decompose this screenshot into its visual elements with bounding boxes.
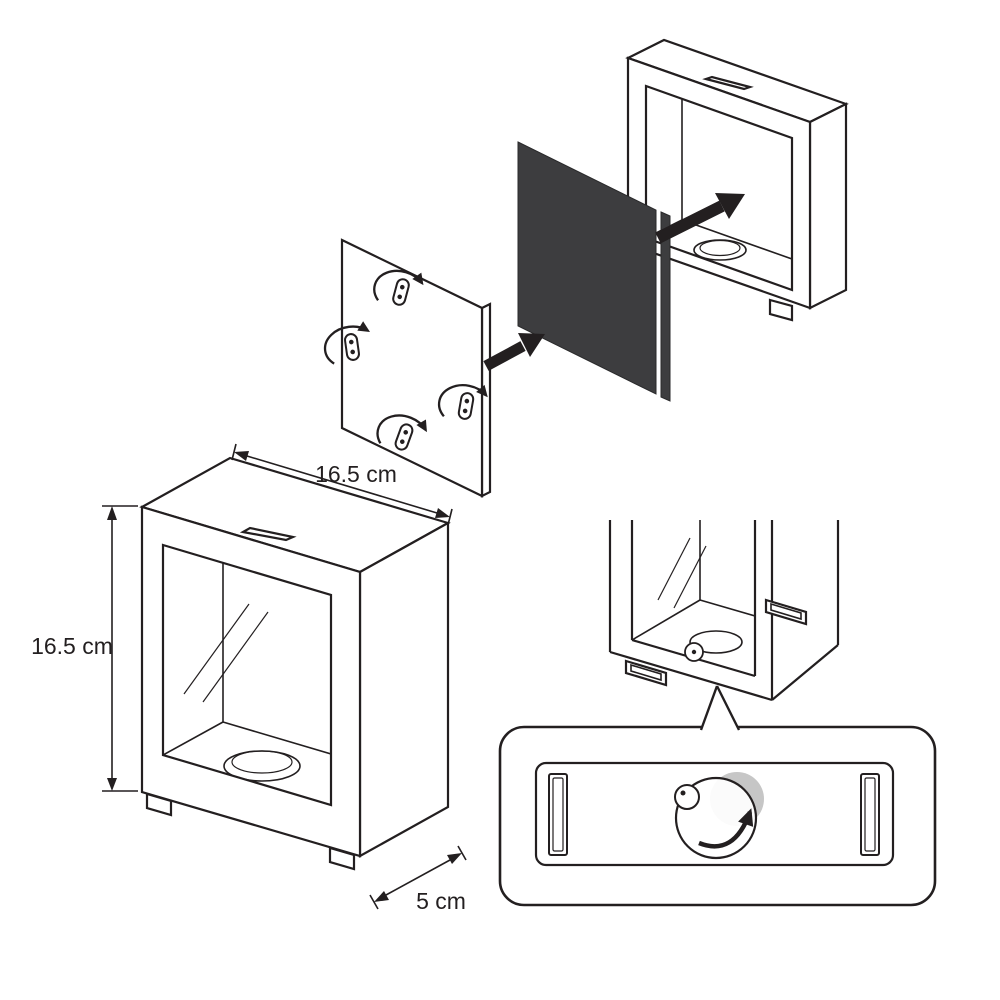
height-dimension-label: 16.5 cm (31, 633, 113, 659)
box-foot-left (624, 659, 668, 687)
panel-foot-right (860, 773, 880, 856)
coin-slot (702, 75, 754, 91)
box-interior (163, 563, 331, 782)
backing-panel-face (517, 141, 657, 395)
coin-slot (239, 526, 297, 542)
box-foot (768, 298, 794, 322)
rotation-arrow-icon (698, 808, 754, 849)
bottom-detail-view (498, 520, 937, 907)
glass-shine-line (657, 537, 691, 601)
latch-knob (674, 784, 700, 810)
assembly-arrows (483, 193, 745, 371)
arrow-cover-onto-panel-icon (483, 333, 545, 371)
glass-shine-line (202, 611, 269, 703)
box-foot-right (764, 598, 808, 626)
coin-retrieval-hole (689, 630, 743, 654)
backing-panel-drawing (517, 141, 671, 402)
callout-pointer (715, 685, 741, 731)
callout-pointer (699, 685, 719, 731)
panel-foot-left (548, 773, 568, 856)
box-foot-right (328, 846, 356, 871)
exploded-assembly-view (322, 38, 849, 498)
glass-shine-line (183, 603, 250, 695)
back-cover-face (340, 238, 484, 498)
box-foot-left (145, 792, 173, 817)
arrow-panel-into-frame-icon (655, 193, 745, 244)
detail-callout (498, 685, 937, 907)
box-opening (161, 543, 333, 807)
height-dimension: 16.5 cm (31, 505, 138, 792)
depth-dimension-label: 5 cm (416, 888, 466, 914)
box-interior (632, 520, 755, 641)
back-cover-edge (480, 302, 492, 498)
width-dimension-label: 16.5 cm (315, 461, 397, 487)
back-cover-drawing (322, 238, 492, 498)
dimensioned-view: 16.5 cm 16.5 cm 5 cm (31, 443, 467, 914)
box-right-face (808, 102, 848, 310)
width-dimension: 16.5 cm (231, 443, 453, 526)
box-bottom-drawing (608, 520, 840, 702)
depth-dimension: 5 cm (369, 845, 467, 914)
backing-panel-edge (660, 211, 671, 402)
glass-shine-line (673, 545, 707, 609)
bottom-panel-magnified (534, 761, 895, 867)
dimensioned-box-drawing (139, 456, 451, 871)
box-right-face (358, 521, 450, 858)
